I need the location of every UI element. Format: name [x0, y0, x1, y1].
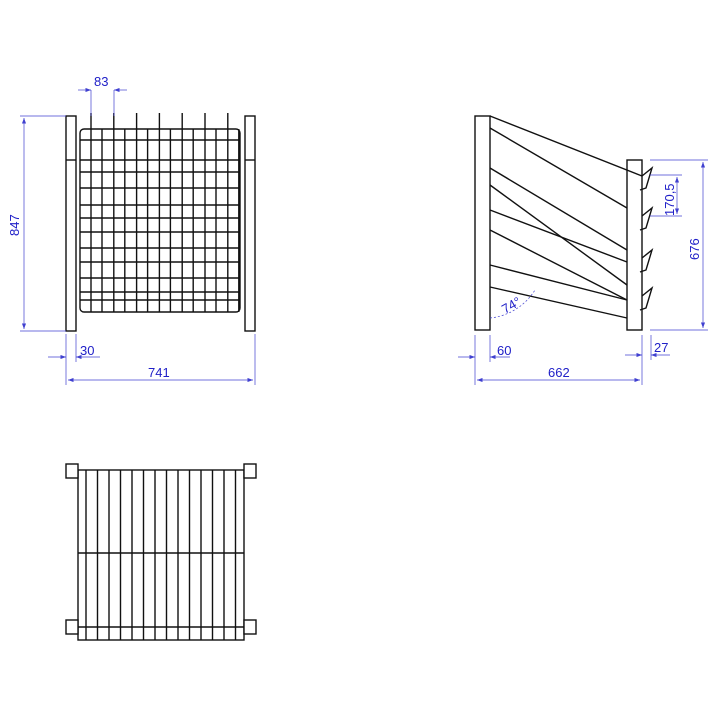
dim-rear-height: 676 — [687, 238, 702, 260]
dim-rear-offset: 27 — [654, 340, 668, 355]
wire — [489, 167, 628, 251]
top-view — [65, 463, 257, 641]
wire — [489, 127, 628, 209]
foot — [65, 619, 79, 635]
dim-front-post: 60 — [497, 343, 511, 358]
dim-height: 847 — [7, 214, 22, 236]
shelf-lip — [639, 248, 654, 273]
wire — [489, 209, 628, 263]
foot — [65, 463, 79, 479]
shelves — [489, 115, 654, 319]
shelf-lip — [639, 206, 654, 231]
wire — [489, 264, 628, 301]
front-post — [626, 159, 643, 331]
dim-total-depth: 662 — [548, 365, 570, 380]
shelf-lip — [639, 166, 654, 191]
dim-shelf-spacing: 170,5 — [662, 183, 677, 216]
right-post — [244, 115, 256, 332]
wire — [489, 229, 628, 301]
rear-post — [474, 115, 491, 331]
top-frame — [77, 469, 245, 641]
dim-post-width: 30 — [80, 343, 94, 358]
front-dimensions: 83 847 30 741 — [7, 74, 256, 385]
top-wires — [85, 470, 237, 640]
side-dimensions: 676 170,5 60 27 662 — [458, 159, 708, 385]
foot — [243, 619, 257, 635]
dim-total-width: 741 — [148, 365, 170, 380]
shelf-lip — [639, 286, 654, 311]
foot — [243, 463, 257, 479]
left-post — [65, 115, 77, 332]
dim-wire-spacing: 83 — [94, 74, 108, 89]
front-view — [65, 113, 256, 332]
wire — [489, 115, 643, 177]
dim-angle: 74° — [499, 294, 524, 317]
wire — [489, 184, 628, 286]
side-view: 74° — [474, 115, 654, 331]
wire — [489, 286, 628, 319]
wire-grid — [79, 113, 241, 313]
